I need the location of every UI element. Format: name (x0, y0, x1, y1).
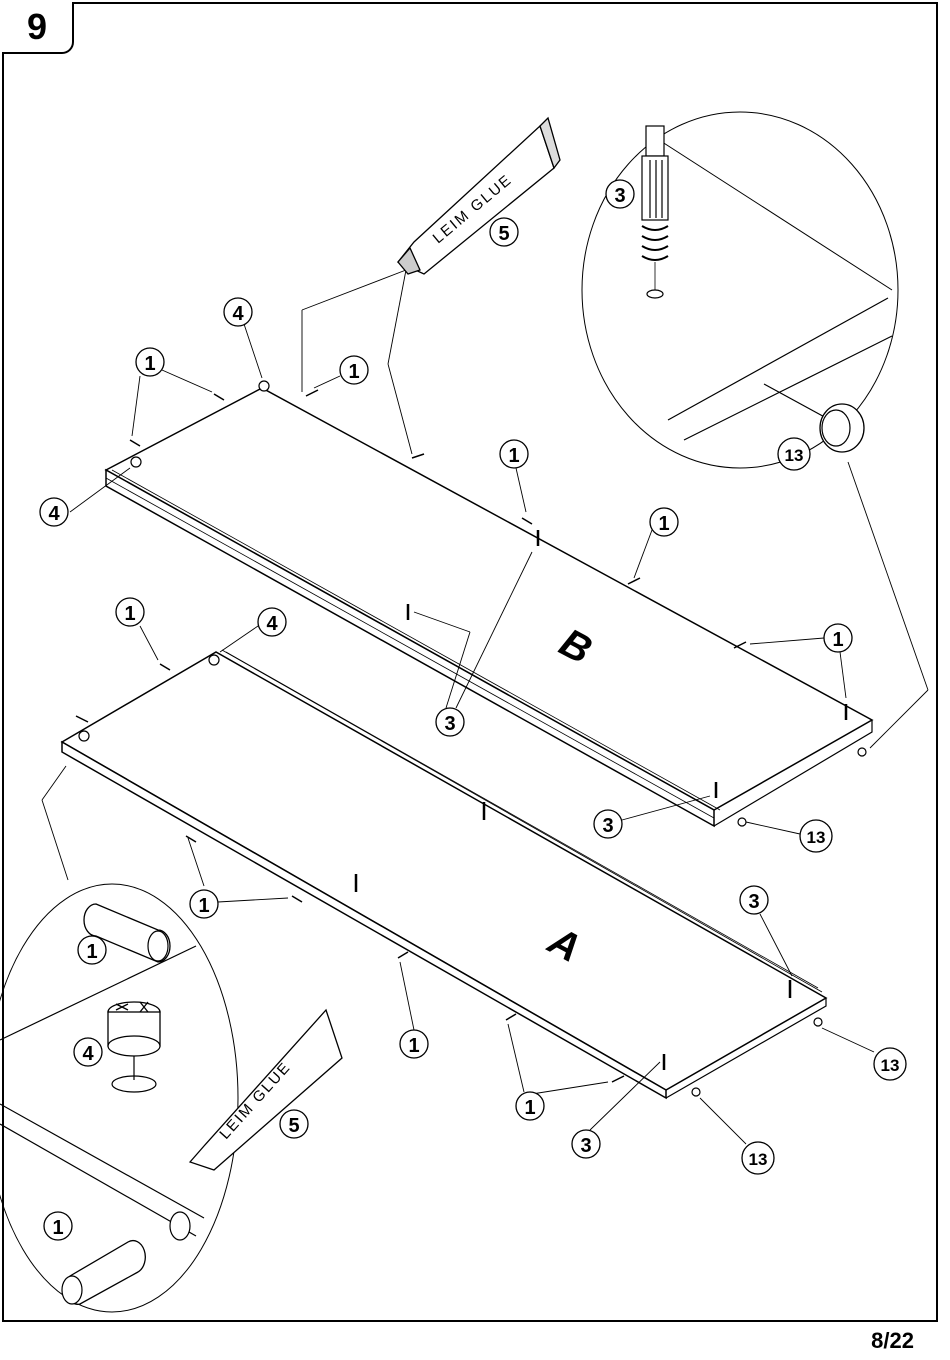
svg-text:13: 13 (807, 828, 826, 847)
svg-text:5: 5 (288, 1115, 299, 1137)
callout-dowel: 1 (400, 1030, 428, 1058)
cam-bolt-detail (582, 112, 898, 468)
svg-text:4: 4 (232, 303, 244, 325)
callout-cam-bolt: 3 (594, 810, 622, 838)
svg-text:3: 3 (748, 891, 759, 913)
svg-text:4: 4 (266, 613, 278, 635)
svg-text:1: 1 (524, 1097, 535, 1119)
callout-foot: 13 (874, 1048, 906, 1080)
dowel-glue-detail: LEIM GLUE (0, 884, 342, 1312)
callout-dowel: 1 (500, 440, 528, 468)
callout-cam-lock: 4 (74, 1038, 102, 1066)
svg-text:1: 1 (832, 629, 843, 651)
callout-cam-lock: 4 (40, 498, 68, 526)
callout-foot: 13 (742, 1142, 774, 1174)
callout-foot: 13 (778, 438, 810, 470)
svg-text:4: 4 (48, 503, 60, 525)
callout-glue: 5 (280, 1110, 308, 1138)
callout-dowel: 1 (190, 890, 218, 918)
callout-cam-lock: 4 (258, 608, 286, 636)
svg-text:13: 13 (785, 446, 804, 465)
svg-text:4: 4 (82, 1043, 94, 1065)
callout-dowel: 1 (340, 356, 368, 384)
svg-text:3: 3 (614, 185, 625, 207)
svg-text:1: 1 (124, 603, 135, 625)
svg-text:13: 13 (749, 1150, 768, 1169)
callout-cam-lock: 4 (224, 298, 252, 326)
svg-text:1: 1 (52, 1217, 63, 1239)
callout-dowel: 1 (78, 936, 106, 964)
svg-text:5: 5 (498, 223, 509, 245)
callout-dowel: 1 (136, 348, 164, 376)
svg-text:1: 1 (348, 361, 359, 383)
callout-cam-bolt: 3 (740, 886, 768, 914)
svg-text:3: 3 (602, 815, 613, 837)
callout-dowel: 1 (516, 1092, 544, 1120)
svg-text:1: 1 (408, 1035, 419, 1057)
callout-cam-bolt: 3 (572, 1130, 600, 1158)
svg-text:3: 3 (580, 1135, 591, 1157)
callout-cam-bolt: 3 (606, 180, 634, 208)
svg-text:1: 1 (198, 895, 209, 917)
callout-dowel: 1 (44, 1212, 72, 1240)
glue-tube-icon: LEIM GLUE (398, 118, 560, 274)
callout-glue: 5 (490, 218, 518, 246)
svg-text:1: 1 (508, 445, 519, 467)
svg-text:1: 1 (144, 353, 155, 375)
callout-foot: 13 (800, 820, 832, 852)
callout-dowel: 1 (824, 624, 852, 652)
svg-text:1: 1 (86, 941, 97, 963)
svg-text:3: 3 (444, 713, 455, 735)
callout-dowel: 1 (650, 508, 678, 536)
svg-text:13: 13 (881, 1056, 900, 1075)
callout-dowel: 1 (116, 598, 144, 626)
callout-cam-bolt: 3 (436, 708, 464, 736)
svg-text:1: 1 (658, 513, 669, 535)
